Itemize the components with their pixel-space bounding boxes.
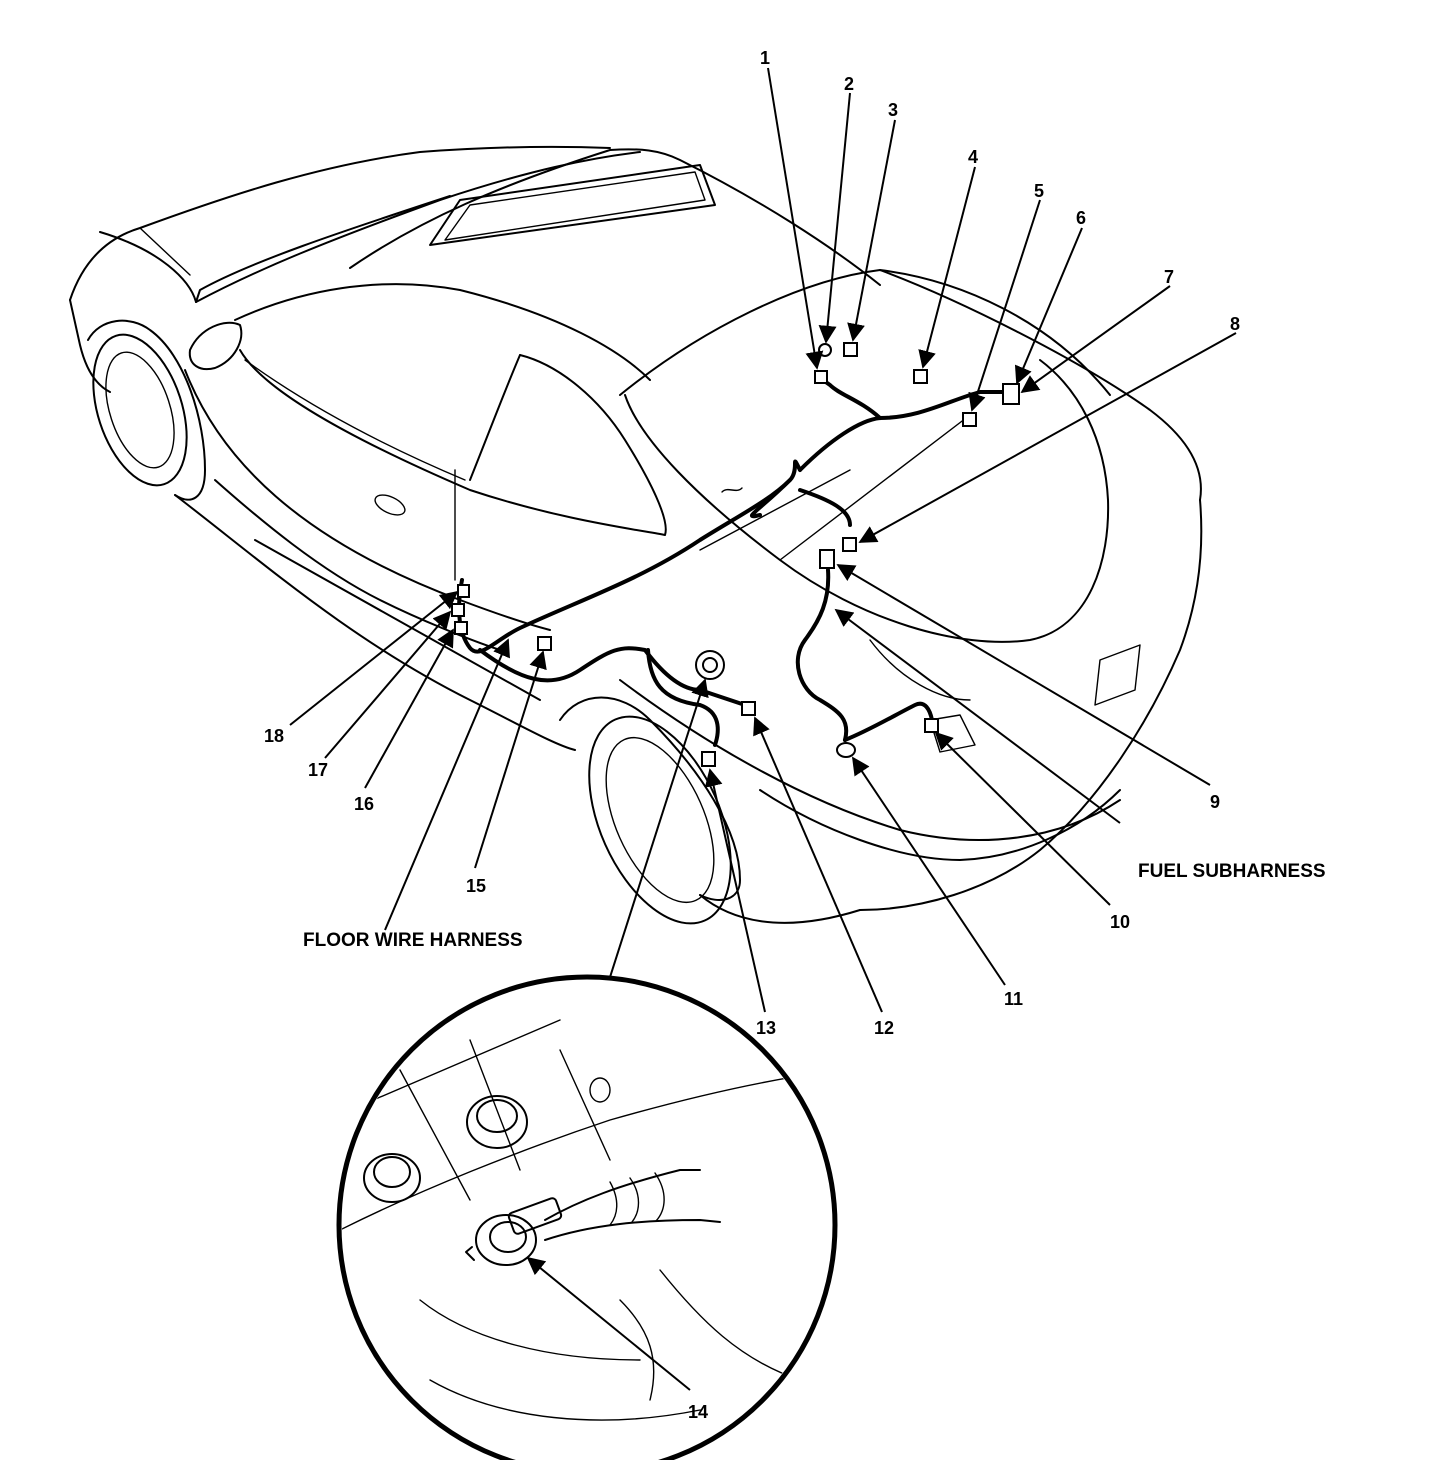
callout-17: 17 <box>308 760 328 780</box>
connector-5[interactable] <box>962 412 977 427</box>
detail-view <box>336 974 838 1460</box>
callout-18: 18 <box>264 726 284 746</box>
connector-15[interactable] <box>537 636 552 651</box>
fuel-subharness-route <box>795 568 934 742</box>
car-body <box>69 145 1203 925</box>
captions: FUEL SUBHARNESS FLOOR WIRE HARNESS <box>303 861 1326 951</box>
caption-fuel-subharness: FUEL SUBHARNESS <box>1138 861 1326 882</box>
connector-2[interactable] <box>818 343 832 357</box>
ground-terminal-14[interactable] <box>695 650 725 680</box>
callout-11: 11 <box>1004 989 1023 1009</box>
connectors <box>451 342 1020 767</box>
callout-labels: 1 2 3 4 5 6 7 8 9 10 11 12 13 14 15 16 1… <box>264 48 1240 1422</box>
callout-7: 7 <box>1164 267 1174 287</box>
callout-5: 5 <box>1034 181 1044 201</box>
connector-17[interactable] <box>451 603 465 617</box>
caption-floor-wire-harness: FLOOR WIRE HARNESS <box>303 930 523 951</box>
connector-8[interactable] <box>842 537 857 552</box>
connector-3[interactable] <box>843 342 858 357</box>
connector-18[interactable] <box>457 584 470 598</box>
callout-9: 9 <box>1210 792 1220 812</box>
callout-14: 14 <box>688 1402 708 1422</box>
callout-4: 4 <box>968 147 978 167</box>
floor-wire-harness-route <box>457 376 1012 747</box>
callout-2: 2 <box>844 74 854 94</box>
connector-6-7[interactable] <box>1002 383 1020 405</box>
connector-1[interactable] <box>814 370 828 384</box>
callout-3: 3 <box>888 100 898 120</box>
connector-12[interactable] <box>741 701 756 716</box>
connector-9[interactable] <box>819 549 835 569</box>
callout-16: 16 <box>354 794 374 814</box>
callout-13: 13 <box>756 1018 776 1038</box>
connector-10[interactable] <box>924 718 939 733</box>
connector-11[interactable] <box>836 742 856 758</box>
callout-6: 6 <box>1076 208 1086 228</box>
callout-1: 1 <box>760 48 770 68</box>
callout-8: 8 <box>1230 314 1240 334</box>
callout-12: 12 <box>874 1018 894 1038</box>
connector-13[interactable] <box>701 751 716 767</box>
connector-16[interactable] <box>454 621 468 635</box>
leader-lines <box>289 67 1237 1048</box>
callout-15: 15 <box>466 876 486 896</box>
connector-4[interactable] <box>913 369 928 384</box>
callout-10: 10 <box>1110 912 1130 932</box>
